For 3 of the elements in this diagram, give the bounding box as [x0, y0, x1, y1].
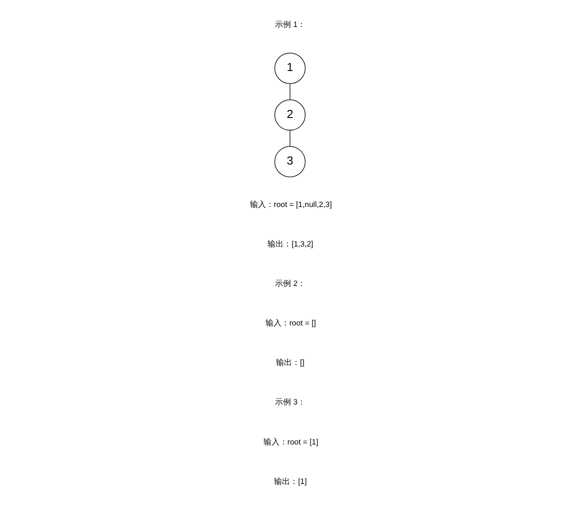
node-circle: 1	[274, 52, 306, 84]
node-circle: 2	[274, 98, 306, 130]
node-circle: 3	[274, 146, 306, 177]
